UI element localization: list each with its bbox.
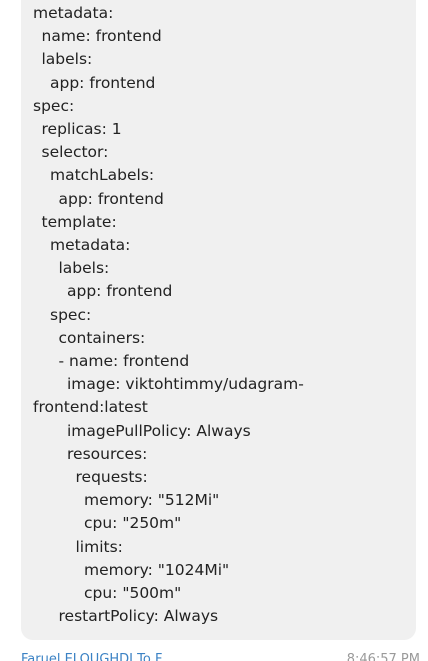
code-line: selector: [41, 143, 109, 162]
code-line: metadata: [33, 4, 114, 22]
code-line: app: frontend [67, 282, 173, 301]
next-message-header: Faruel ELOUGHDI To F 8:46:57 PM [0, 652, 428, 661]
code-line: app: frontend [58, 189, 164, 208]
code-line: image: viktohtimmy/udagram- [67, 375, 304, 394]
code-line: name: frontend [41, 27, 162, 46]
message-bubble[interactable]: metadata: name: frontend labels: app: front… [21, 0, 416, 640]
code-line: spec: [33, 96, 75, 115]
code-line: cpu: "250m" [84, 514, 182, 533]
code-line: app: frontend [50, 73, 156, 92]
code-line: matchLabels: [50, 166, 155, 185]
code-line: memory: "1024Mi" [84, 560, 230, 579]
code-line: frontend:latest [33, 398, 148, 417]
code-line: resources: [67, 444, 148, 463]
code-line: metadata: [50, 236, 131, 255]
code-line: labels: [58, 259, 110, 278]
code-line: requests: [75, 468, 148, 487]
code-line: replicas: 1 [41, 120, 122, 139]
code-line: spec: [50, 305, 92, 324]
code-line: template: [41, 212, 117, 231]
code-line: memory: "512Mi" [84, 491, 220, 510]
code-line: - name: frontend [58, 352, 190, 371]
sender-name[interactable]: Faruel ELOUGHDI To F [21, 652, 163, 661]
yaml-code-block: metadata: name: frontend labels: app: front… [33, 2, 408, 628]
code-line: restartPolicy: Always [58, 607, 219, 626]
code-line: imagePullPolicy: Always [67, 421, 251, 440]
code-line: limits: [75, 537, 123, 556]
code-line: cpu: "500m" [84, 584, 182, 603]
message-timestamp: 8:46:57 PM [346, 652, 420, 661]
code-line: containers: [58, 328, 146, 347]
code-line: labels: [41, 50, 93, 69]
